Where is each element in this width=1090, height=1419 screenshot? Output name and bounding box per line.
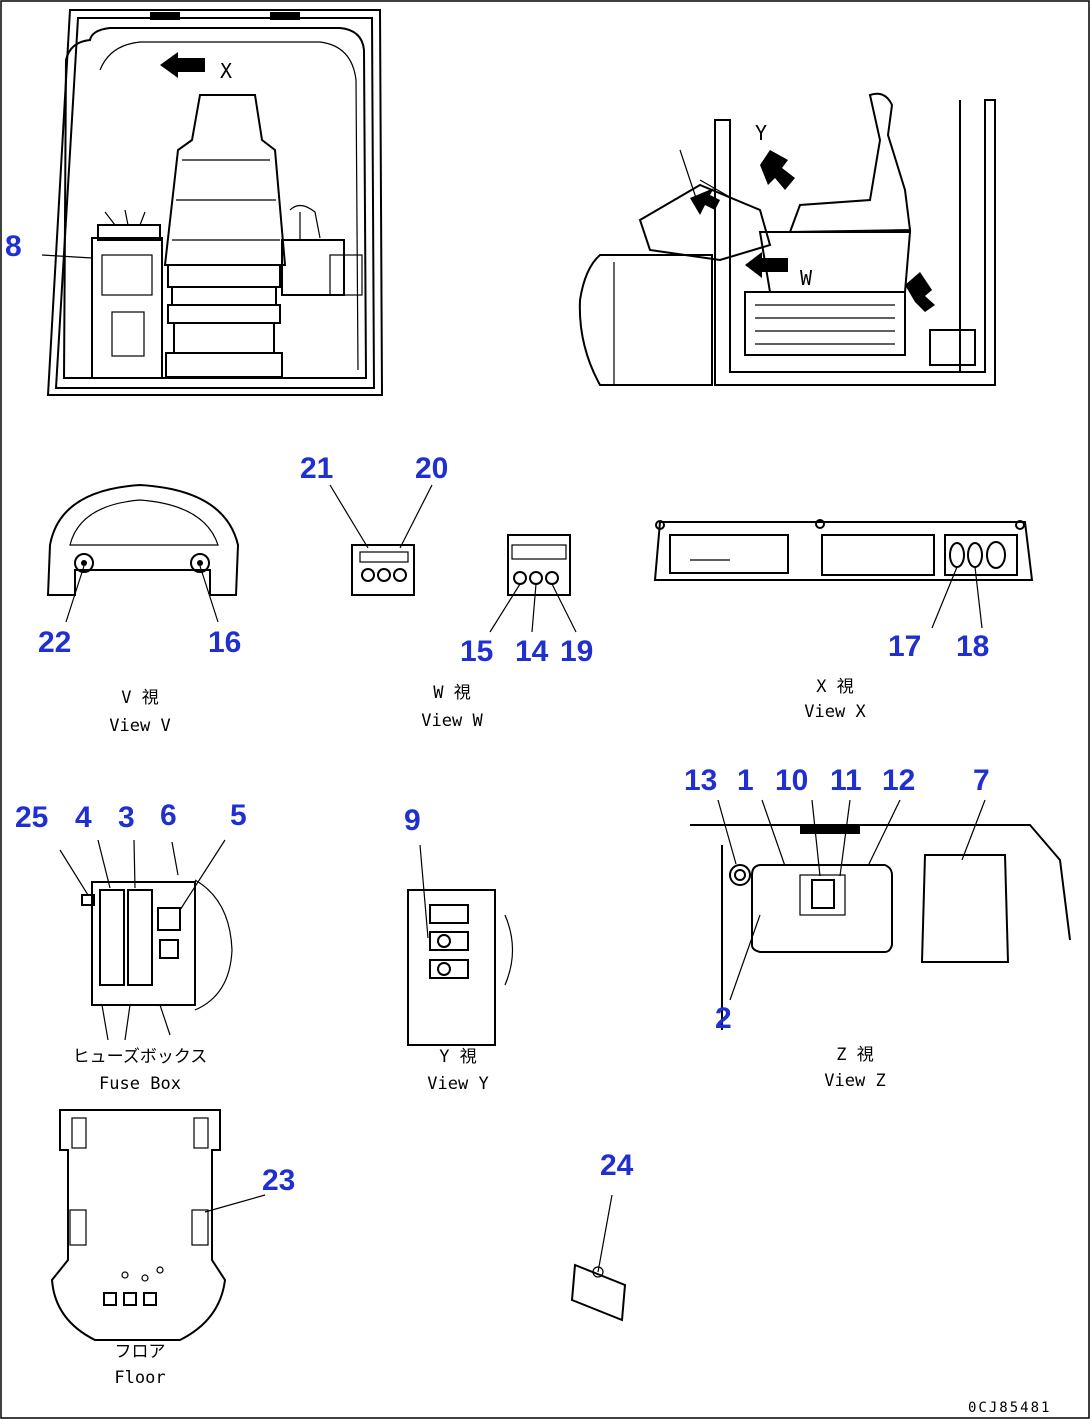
callout-10: 10 xyxy=(775,764,808,797)
callout-11: 11 xyxy=(830,764,862,797)
view-v-caption-jp: V 視 xyxy=(121,688,158,708)
callout-25: 25 xyxy=(15,801,48,834)
label-24-drawing xyxy=(570,1194,627,1322)
view-w-caption-jp: W 視 xyxy=(433,683,470,703)
view-y-caption-en: View Y xyxy=(427,1074,488,1094)
callout-21: 21 xyxy=(300,452,333,485)
callout-5: 5 xyxy=(230,799,247,832)
callout-19: 19 xyxy=(560,635,593,668)
callout-6: 6 xyxy=(160,799,177,832)
fuse-box-caption-en: Fuse Box xyxy=(99,1074,181,1094)
drawing-code: 0CJ85481 xyxy=(968,1400,1051,1416)
view-x-marker: X xyxy=(220,59,232,83)
view-x-drawing xyxy=(653,519,1034,629)
callout-22: 22 xyxy=(38,626,71,659)
callout-1: 1 xyxy=(737,764,754,797)
view-z-caption-en: View Z xyxy=(824,1071,885,1091)
view-y-marker: Y xyxy=(755,121,767,145)
view-x-arrow xyxy=(160,52,205,78)
floor-caption-en: Floor xyxy=(114,1368,165,1388)
callout-3: 3 xyxy=(118,801,135,834)
view-x-caption-jp: X 視 xyxy=(816,677,853,697)
view-w-marker: W xyxy=(800,266,813,290)
callout-15: 15 xyxy=(460,635,493,668)
callout-24: 24 xyxy=(600,1149,634,1182)
callout-13: 13 xyxy=(684,764,717,797)
callout-4: 4 xyxy=(75,801,92,834)
floor-drawing xyxy=(50,1109,266,1341)
callout-9: 9 xyxy=(404,804,421,837)
view-z-drawing xyxy=(690,799,1071,1030)
view-w-drawing xyxy=(329,484,577,633)
floor-caption-jp: フロア xyxy=(115,1342,166,1362)
fuse-box-drawing xyxy=(59,839,233,1041)
cab-side-view: Y W xyxy=(578,92,996,386)
callout-17: 17 xyxy=(888,630,921,663)
view-x-caption-en: View X xyxy=(804,702,866,722)
callout-8: 8 xyxy=(5,230,22,263)
callout-16: 16 xyxy=(208,626,241,659)
callout-7: 7 xyxy=(973,764,990,797)
view-y-drawing xyxy=(407,844,514,1046)
callout-20: 20 xyxy=(415,452,448,485)
view-v-caption-en: View V xyxy=(109,716,170,736)
fuse-box-caption-jp: ヒューズボックス xyxy=(73,1047,208,1067)
callout-12: 12 xyxy=(882,764,915,797)
view-v-drawing xyxy=(46,483,240,623)
view-z-caption-jp: Z 視 xyxy=(836,1045,873,1065)
callout-2: 2 xyxy=(715,1002,732,1035)
cab-front-view: X xyxy=(41,9,384,396)
view-y-caption-jp: Y 視 xyxy=(439,1047,476,1067)
callout-23: 23 xyxy=(262,1164,295,1197)
view-w-caption-en: View W xyxy=(421,711,483,731)
callout-18: 18 xyxy=(956,630,989,663)
callout-14: 14 xyxy=(515,635,549,668)
